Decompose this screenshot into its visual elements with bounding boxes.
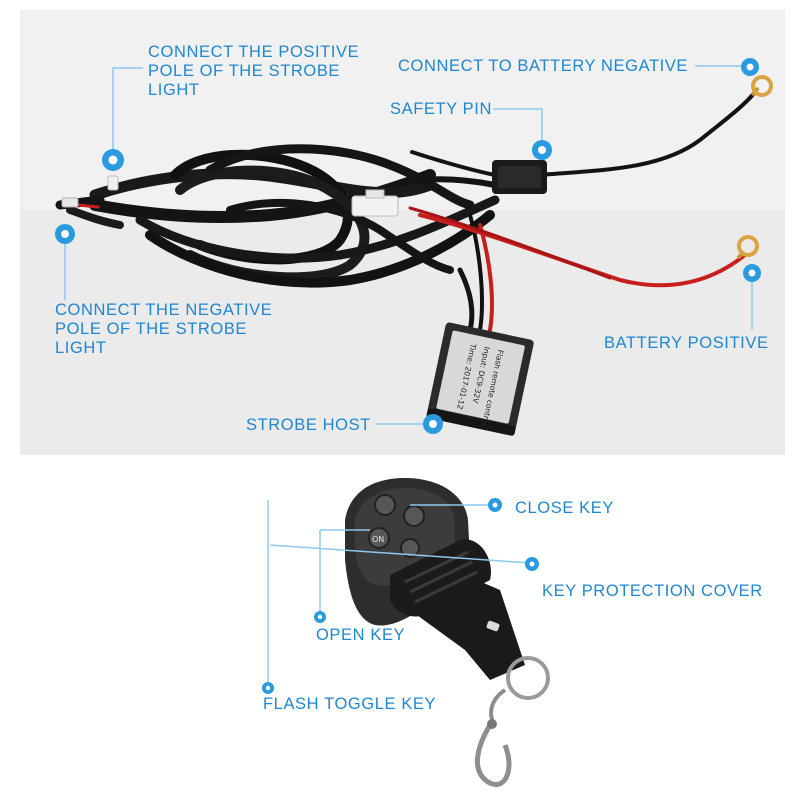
marker-strobe-host: [423, 414, 443, 434]
label-battery-positive: BATTERY POSITIVE: [604, 334, 769, 352]
remote-key-on-text: ON: [372, 535, 384, 544]
marker-open-key: [314, 611, 326, 623]
label-strobe-positive: CONNECT THE POSITIVE POLE OF THE STROBE …: [148, 43, 359, 100]
label-strobe-positive-line-2: POLE OF THE STROBE: [148, 62, 341, 80]
marker-key-cover: [525, 557, 539, 571]
marker-flash-toggle: [262, 682, 274, 694]
marker-safety-pin: [532, 140, 552, 160]
remote-button-bottom: [400, 538, 420, 558]
fuse-holder: [492, 160, 547, 194]
label-battery-negative: CONNECT TO BATTERY NEGATIVE: [398, 57, 689, 75]
marker-strobe-positive: [102, 149, 124, 171]
label-strobe-positive-line-1: CONNECT THE POSITIVE: [148, 43, 360, 61]
label-strobe-negative: CONNECT THE NEGATIVE POLE OF THE STROBE …: [55, 301, 272, 358]
remote-button-open: [368, 527, 390, 549]
label-open-key: OPEN KEY: [316, 626, 406, 644]
label-safety-pin: SAFETY PIN: [390, 100, 492, 118]
label-close-key: CLOSE KEY: [515, 499, 614, 517]
wiring-harness: [55, 90, 757, 333]
marker-dots: [55, 58, 761, 694]
label-strobe-positive-line-3: LIGHT: [148, 81, 200, 99]
marker-battery-negative: [741, 58, 759, 76]
harness-connector: [351, 195, 399, 217]
label-strobe-negative-line-3: LIGHT: [55, 339, 107, 357]
harness-connector-latch: [365, 189, 385, 199]
label-strobe-negative-line-1: CONNECT THE NEGATIVE: [55, 301, 273, 319]
label-strobe-negative-line-2: POLE OF THE STROBE: [55, 320, 248, 338]
strobe-host-box: [426, 322, 534, 436]
remote-button-close: [403, 505, 425, 527]
marker-strobe-negative: [55, 224, 75, 244]
spade-terminals: [61, 175, 119, 208]
leader-lines: [64, 65, 753, 686]
label-flash-toggle-key: FLASH TOGGLE KEY: [263, 695, 437, 713]
label-key-protection-cover: KEY PROTECTION COVER: [542, 582, 763, 600]
ring-terminal-negative: [750, 75, 773, 97]
ring-terminal-positive: [736, 235, 759, 260]
remote-button-top: [374, 494, 396, 516]
marker-close-key: [488, 498, 502, 512]
marker-battery-positive: [743, 264, 761, 282]
label-strobe-host: STROBE HOST: [246, 416, 371, 434]
